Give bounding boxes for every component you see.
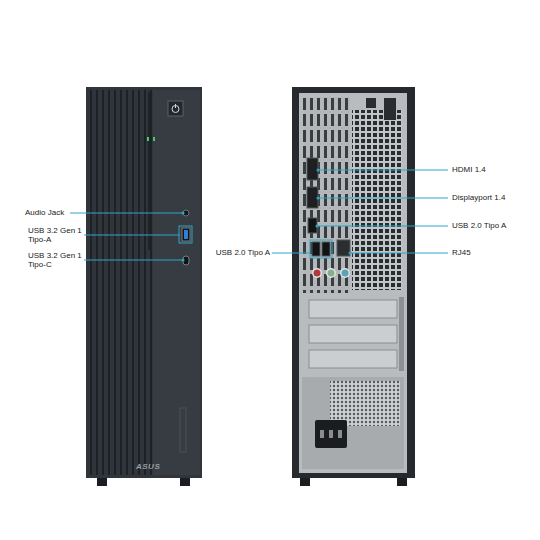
leader-lines xyxy=(70,170,448,260)
audio-port xyxy=(328,270,335,277)
port-label: USB 3.2 Gen 1 Tipo-C xyxy=(28,251,84,269)
leader-dot xyxy=(317,169,320,172)
leader-dot xyxy=(316,225,319,228)
port-label: USB 2.0 Tipo A xyxy=(452,221,506,230)
lock-hole xyxy=(366,98,376,108)
back-panel xyxy=(299,93,407,473)
leader-line xyxy=(317,226,448,227)
slot-bracket xyxy=(399,297,404,371)
front-tower xyxy=(86,87,202,486)
socket-pin xyxy=(320,430,324,438)
psu xyxy=(302,377,404,469)
dp-port xyxy=(307,187,318,208)
led xyxy=(147,137,149,141)
hdmi-port xyxy=(307,158,318,180)
led xyxy=(153,137,155,141)
leader-dot xyxy=(317,197,320,200)
leader-line xyxy=(350,253,448,254)
front-body xyxy=(86,87,202,478)
leader-bracket xyxy=(179,226,192,243)
audio-port xyxy=(342,270,349,277)
back-frame xyxy=(292,87,415,478)
leader-dots xyxy=(182,169,352,262)
power-socket xyxy=(315,420,347,448)
port-label: USB 2.0 Tipo A xyxy=(200,248,270,257)
side-panel xyxy=(153,90,200,475)
power-icon xyxy=(175,104,176,108)
leader-dot xyxy=(182,259,185,262)
brand-logo: ASUS xyxy=(136,462,160,471)
audio-port xyxy=(314,270,321,277)
leader-dot xyxy=(349,252,352,255)
leader-line xyxy=(318,170,448,171)
port-label: Displayport 1.4 xyxy=(452,193,505,202)
psu-mesh xyxy=(330,381,400,426)
usb-tongue xyxy=(184,230,188,239)
leader-dot xyxy=(182,212,185,215)
rj45-port xyxy=(337,240,350,256)
expansion-slot xyxy=(309,300,397,318)
usb-port xyxy=(322,242,330,256)
back-tower xyxy=(292,87,415,486)
port-label: Audio Jack xyxy=(25,208,64,217)
usb-a-port xyxy=(182,228,190,241)
lock-slot xyxy=(384,98,396,120)
socket-pin xyxy=(338,430,342,438)
port-label: HDMI 1.4 xyxy=(452,165,486,174)
leader-line xyxy=(84,235,180,236)
leader-line xyxy=(84,260,183,261)
io-shield xyxy=(303,97,350,293)
port-label: USB 3.2 Gen 1 Tipo-A xyxy=(28,226,84,244)
audio-ring xyxy=(312,268,322,278)
port-label: RJ45 xyxy=(452,248,471,257)
drive-slot xyxy=(148,92,150,250)
audio-ring xyxy=(326,268,336,278)
vent-grid xyxy=(352,110,402,290)
expansion-slot xyxy=(309,325,397,343)
groove-panel xyxy=(90,90,152,475)
power-button xyxy=(168,101,183,116)
expansion-slot xyxy=(309,350,397,368)
audio-ring xyxy=(340,268,350,278)
socket-pin xyxy=(329,430,333,438)
leader-line xyxy=(318,198,448,199)
leader-bracket xyxy=(310,240,332,258)
leader-line xyxy=(272,253,310,254)
leader-line xyxy=(70,213,183,214)
usb-port xyxy=(312,242,320,256)
front-slot xyxy=(180,408,186,452)
